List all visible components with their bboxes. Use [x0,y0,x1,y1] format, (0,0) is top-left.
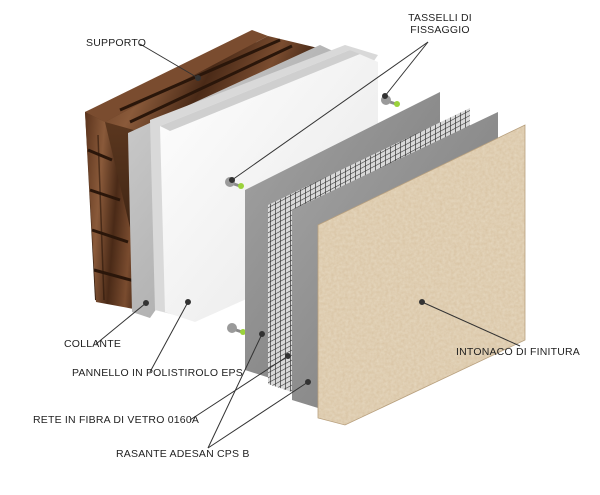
label-tasselli-line1: TASSELLI DI [408,12,472,24]
label-supporto: SUPPORTO [86,37,147,49]
label-pannello: PANNELLO IN POLISTIROLO EPS [72,367,243,379]
label-rete: RETE IN FIBRA DI VETRO 0160A [33,414,200,426]
label-rasante: RASANTE ADESAN CPS B [116,448,250,460]
label-tasselli-line2: FISSAGGIO [410,24,470,36]
leader-lines [95,41,521,449]
plaster-texture-icon [317,124,526,426]
label-tasselli: TASSELLI DI FISSAGGIO [400,12,480,36]
label-collante: COLLANTE [64,338,122,350]
label-intonaco: INTONACO DI FINITURA [456,346,580,358]
dowel-icon [225,95,400,335]
